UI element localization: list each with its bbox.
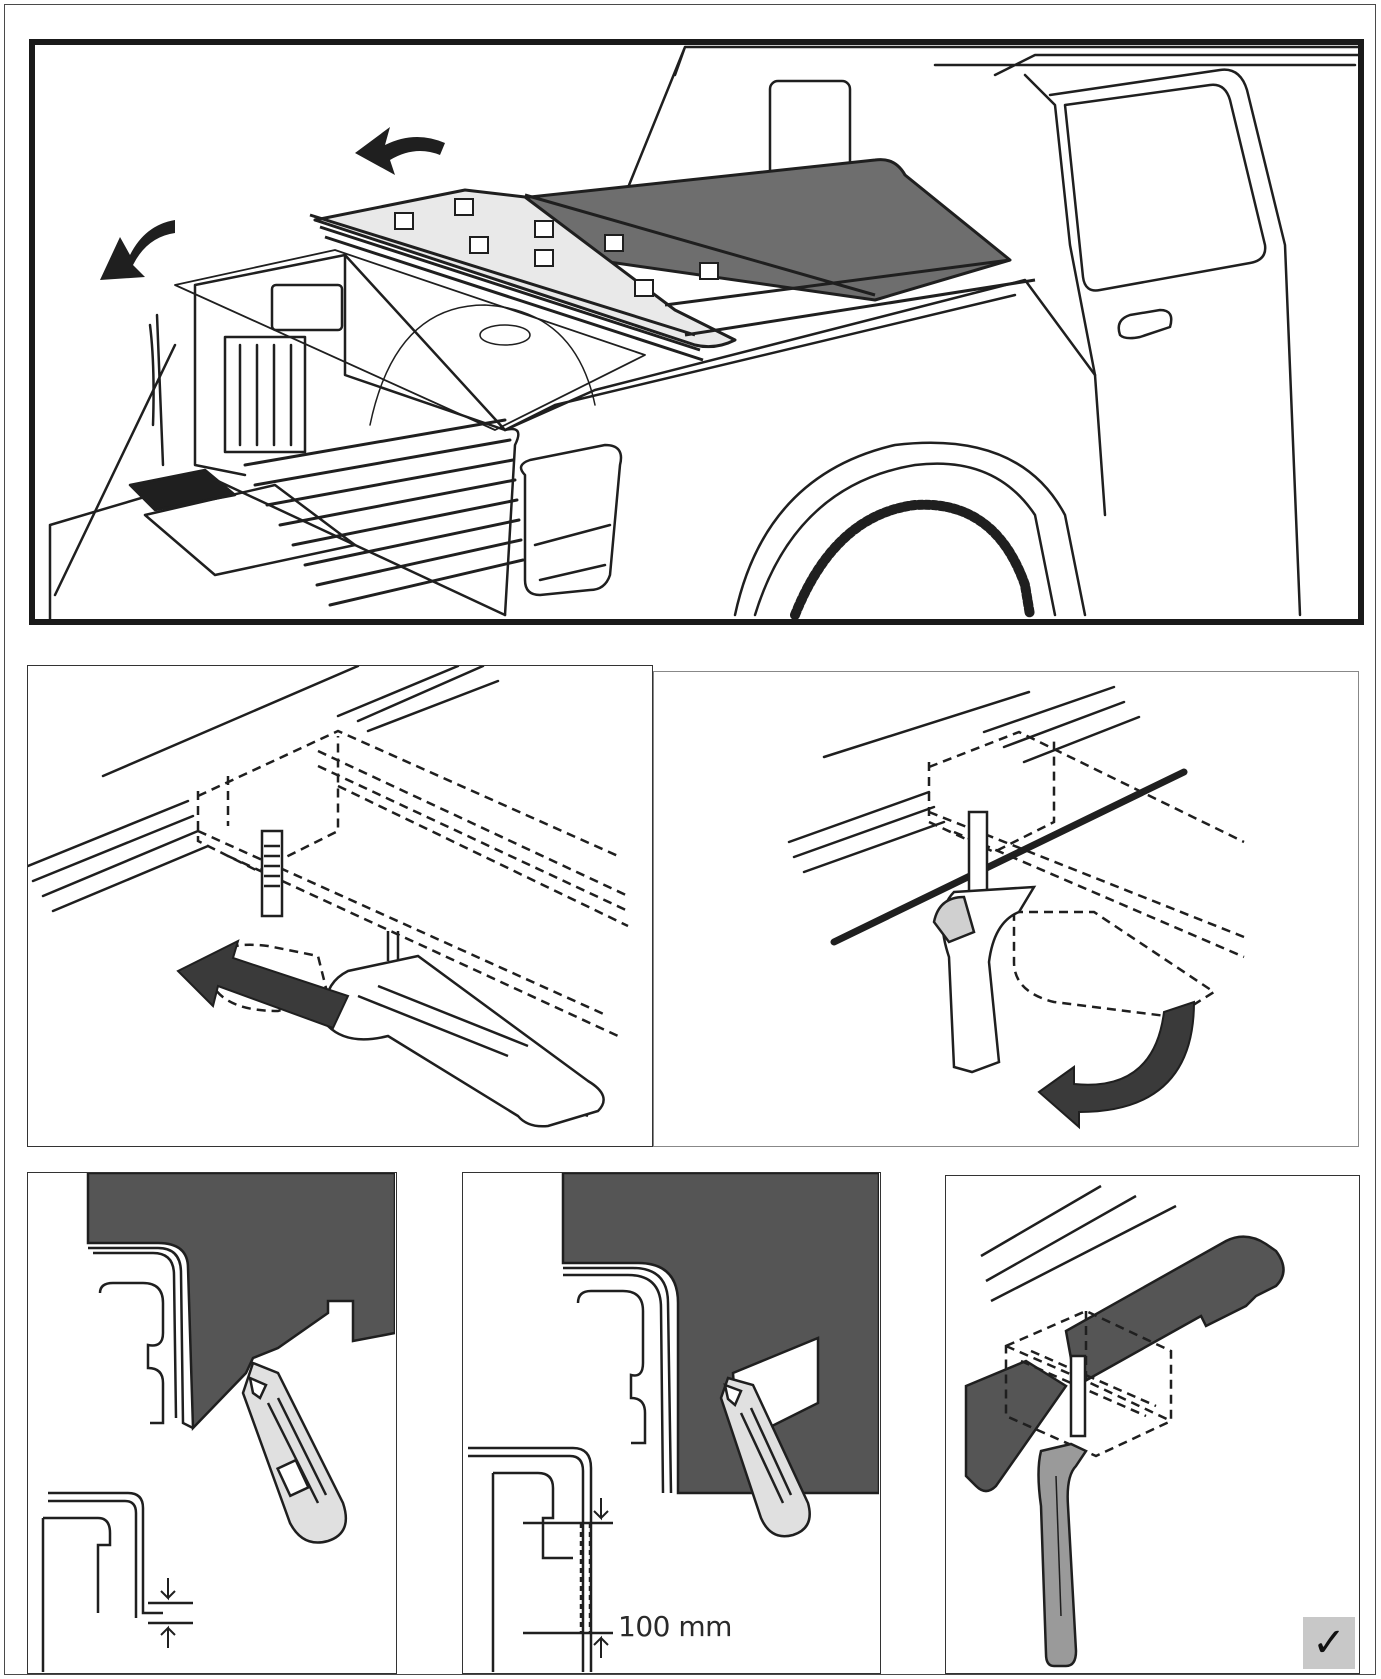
utility-knife-icon: [719, 1376, 811, 1538]
clamp-rotate-panel: [653, 671, 1359, 1147]
tonneau-cover-folded: [313, 188, 737, 349]
clamp-insert-illustration: [28, 666, 629, 1128]
tonneau-cover-rear: [313, 158, 1012, 302]
measure-arrows-icon: [160, 1578, 176, 1648]
trim-flush-illustration: [41, 1173, 395, 1672]
trim-window-panel: 100 mm: [462, 1172, 881, 1674]
truck-cab: [623, 45, 1358, 197]
clamp-rotate-illustration: [787, 685, 1245, 1130]
final-install-illustration: [964, 1184, 1285, 1668]
clamp-block-dashed: [1004, 1309, 1173, 1458]
door-window: [1063, 83, 1267, 292]
rail-dashed: [197, 729, 619, 1038]
bedside: [503, 278, 1097, 432]
tailgate: [48, 473, 507, 619]
final-install-panel: ✓: [945, 1175, 1360, 1674]
measure-arrows-icon: [593, 1498, 609, 1658]
trim-flush-panel: [27, 1172, 397, 1674]
rail-line: [101, 666, 360, 778]
bolt: [260, 829, 284, 918]
tail-light: [519, 443, 623, 597]
checkmark-icon: ✓: [1303, 1617, 1355, 1669]
dark-panel: [561, 1173, 879, 1495]
tire: [790, 499, 1035, 619]
dark-rail: [1064, 1235, 1285, 1388]
clamp-body: [324, 954, 605, 1128]
instruction-sheet: 100 mm ✓: [4, 4, 1376, 1675]
cover-clamps: [394, 198, 719, 297]
truck-illustration: [48, 45, 1358, 619]
measurement-label: 100 mm: [618, 1610, 732, 1643]
curved-arrow-icon: [100, 220, 175, 280]
push-arrow-icon: [176, 939, 350, 1030]
truck-overview-panel: [29, 39, 1364, 625]
rotate-arrow-icon: [1037, 1000, 1196, 1130]
seal-profile: [563, 1266, 673, 1494]
trim-window-illustration: [468, 1173, 879, 1672]
bed-interior: [193, 253, 507, 477]
door-handle: [1117, 308, 1173, 340]
dark-panel: [86, 1173, 395, 1432]
clamp-outline-dashed: [1012, 910, 1217, 1019]
clamp-insert-panel: [27, 665, 653, 1147]
utility-knife-icon: [241, 1361, 348, 1544]
fold-direction-arrows: [100, 127, 445, 280]
clamp-body: [1037, 1442, 1088, 1668]
bolt: [1069, 1354, 1087, 1438]
curved-arrow-icon: [355, 127, 445, 175]
wheel-arch: [753, 462, 1057, 617]
seal-profile: [88, 1246, 194, 1430]
bolt: [967, 810, 989, 904]
